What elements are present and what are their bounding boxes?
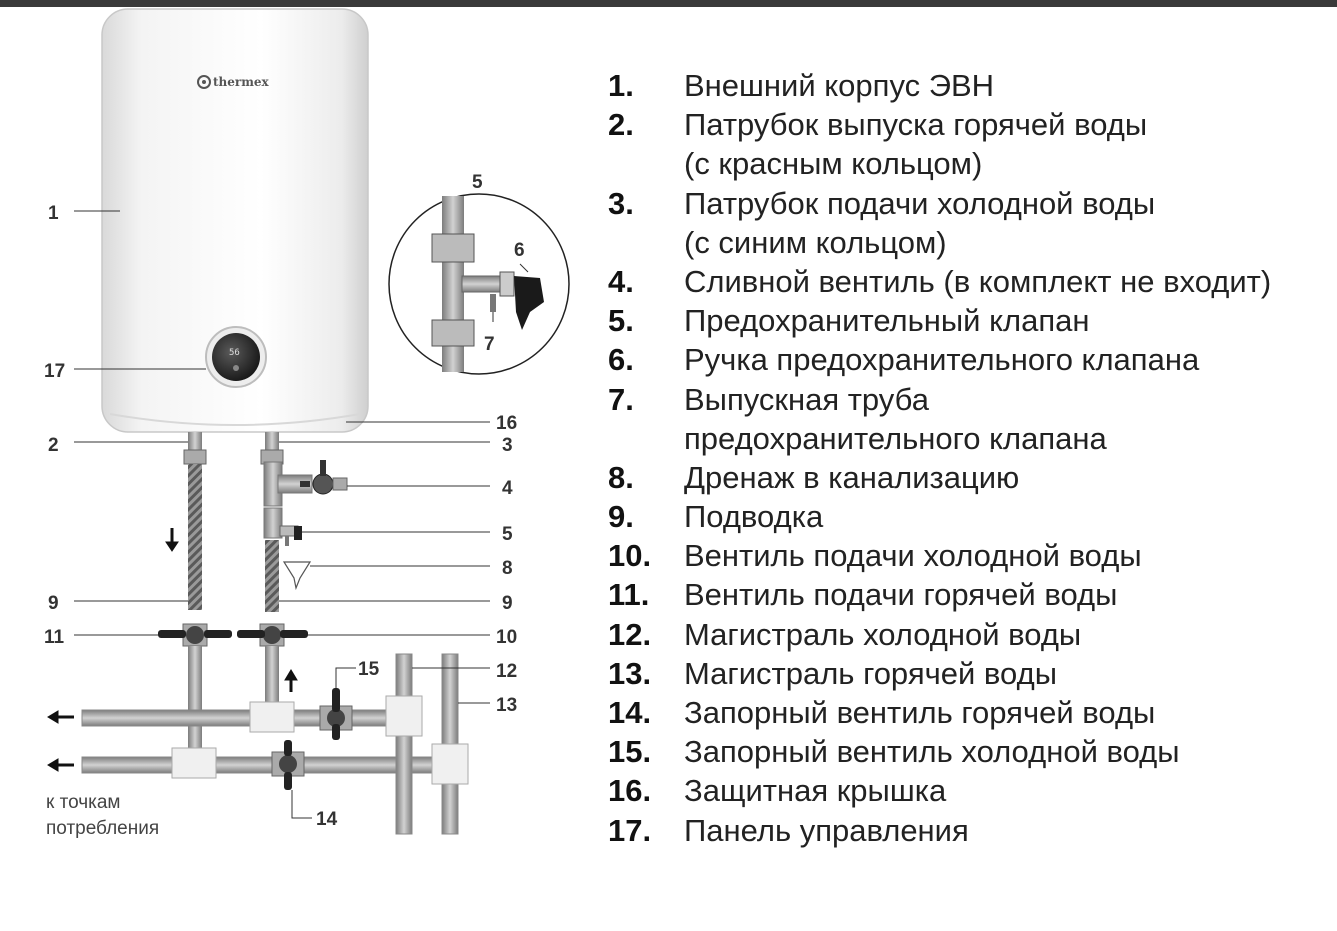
label-13: 13 bbox=[496, 695, 517, 716]
label-16: 16 bbox=[496, 413, 517, 434]
label-3: 3 bbox=[502, 435, 513, 456]
legend-item: 16. Защитная крышка bbox=[608, 771, 1337, 810]
legend-item: 10. Вентиль подачи холодной воды bbox=[608, 536, 1337, 575]
legend-item: 13. Магистраль горячей воды bbox=[608, 654, 1337, 693]
label-15: 15 bbox=[358, 659, 380, 680]
legend-number: 6. bbox=[608, 342, 634, 378]
label-9-left: 9 bbox=[48, 593, 59, 614]
tank-body bbox=[101, 8, 369, 433]
legend-item: 4. Сливной вентиль (в комплект не входит) bbox=[608, 262, 1337, 301]
legend-number: 14. bbox=[608, 695, 652, 730]
legend-text: Магистраль горячей воды bbox=[684, 655, 1057, 691]
legend-number: 9. bbox=[608, 499, 634, 535]
flow-arrows bbox=[47, 528, 298, 772]
legend-item: 8. Дренаж в канализацию bbox=[608, 458, 1337, 497]
legend-item: 3. Патрубок подачи холодной воды bbox=[608, 184, 1337, 223]
legend-number: 15. bbox=[608, 734, 652, 770]
legend-number: 7. bbox=[608, 381, 634, 417]
label-8: 8 bbox=[502, 558, 513, 579]
label-4: 4 bbox=[502, 478, 513, 499]
legend-number: 2. bbox=[608, 107, 634, 143]
legend-continuation: (с красным кольцом) bbox=[684, 146, 983, 182]
label-7: 7 bbox=[484, 334, 495, 355]
legend-text: Предохранительный клапан bbox=[684, 303, 1090, 339]
drain-funnel bbox=[282, 561, 312, 591]
legend-text: Защитная крышка bbox=[684, 773, 947, 809]
consumption-caption-line2: потребления bbox=[46, 818, 159, 839]
legend-text: Вентиль подачи холодной воды bbox=[684, 538, 1142, 574]
legend-text: Ручка предохранительного клапана bbox=[684, 342, 1200, 378]
legend-text: Сливной вентиль (в комплект не входит) bbox=[684, 263, 1272, 299]
panel-display: 56 bbox=[229, 348, 240, 358]
consumption-caption-line1: к точкам bbox=[46, 792, 121, 813]
label-9-right: 9 bbox=[502, 593, 513, 614]
hot-supply-valve bbox=[158, 623, 232, 647]
legend-item: 17. Панель управления bbox=[608, 811, 1337, 850]
brand-name: thermex bbox=[213, 75, 270, 89]
cold-supply-valve bbox=[237, 623, 308, 647]
control-panel: 56 bbox=[205, 326, 267, 388]
legend-text: Внешний корпус ЭВН bbox=[684, 68, 995, 103]
legend-number: 5. bbox=[608, 303, 634, 339]
legend-number: 17. bbox=[608, 812, 652, 848]
label-1: 1 bbox=[48, 203, 59, 224]
leader-lines bbox=[74, 210, 490, 819]
legend-item: 7. Выпускная труба bbox=[608, 380, 1337, 419]
hot-shutoff-valve bbox=[271, 740, 305, 790]
label-11: 11 bbox=[44, 627, 65, 648]
legend-number: 3. bbox=[608, 185, 634, 221]
legend-item: 6. Ручка предохранительного клапана bbox=[608, 340, 1337, 379]
legend-text: Запорный вентиль горячей воды bbox=[684, 695, 1156, 730]
cold-shutoff-valve bbox=[319, 688, 353, 740]
label-12: 12 bbox=[496, 661, 517, 682]
legend-number: 11. bbox=[608, 577, 650, 613]
legend-text: Вентиль подачи горячей воды bbox=[684, 577, 1118, 613]
legend-text: Выпускная труба bbox=[684, 381, 929, 417]
safety-valve-detail bbox=[388, 193, 570, 375]
legend-number: 12. bbox=[608, 616, 652, 652]
label-5-detail: 5 bbox=[472, 172, 483, 193]
label-14: 14 bbox=[316, 809, 338, 830]
legend-item: 11. Вентиль подачи горячей воды bbox=[608, 575, 1337, 614]
legend-continuation: предохранительного клапана bbox=[684, 420, 1107, 456]
legend-item: 2. Патрубок выпуска горячей воды bbox=[608, 105, 1337, 144]
legend-list: 1. Внешний корпус ЭВН 2. Патрубок выпуска … bbox=[608, 66, 1337, 850]
safety-valve bbox=[263, 507, 302, 546]
legend-number: 16. bbox=[608, 773, 652, 809]
legend-text: Магистраль холодной воды bbox=[684, 616, 1082, 652]
legend-number: 8. bbox=[608, 459, 634, 495]
label-2: 2 bbox=[48, 435, 59, 456]
label-17: 17 bbox=[44, 361, 65, 382]
legend-text: Патрубок подачи холодной воды bbox=[684, 185, 1156, 221]
label-5: 5 bbox=[502, 524, 513, 545]
legend-number: 10. bbox=[608, 538, 652, 574]
legend-continuation: (с синим кольцом) bbox=[684, 224, 947, 260]
legend-text: Дренаж в канализацию bbox=[684, 459, 1020, 495]
legend-item: 15. Запорный вентиль холодной воды bbox=[608, 732, 1337, 771]
legend-item: 9. Подводка bbox=[608, 497, 1337, 536]
legend-text: Подводка bbox=[684, 499, 824, 535]
thermex-logo: thermex bbox=[197, 75, 270, 89]
legend-item: 5. Предохранительный клапан bbox=[608, 301, 1337, 340]
water-heater-diagram: thermex 56 bbox=[44, 8, 570, 839]
legend-number: 1. bbox=[608, 68, 634, 103]
top-bar bbox=[0, 0, 1337, 7]
drain-valve bbox=[300, 460, 348, 495]
legend-number: 4. bbox=[608, 263, 634, 299]
legend-text: Патрубок выпуска горячей воды bbox=[684, 107, 1148, 143]
legend-text: Панель управления bbox=[684, 812, 969, 848]
label-10: 10 bbox=[496, 627, 517, 648]
label-6: 6 bbox=[514, 240, 525, 261]
legend-text: Запорный вентиль холодной воды bbox=[684, 734, 1180, 770]
legend-item: 12. Магистраль холодной воды bbox=[608, 615, 1337, 654]
legend-item: 1. Внешний корпус ЭВН bbox=[608, 66, 1337, 105]
legend-number: 13. bbox=[608, 655, 652, 691]
legend-item: 14. Запорный вентиль горячей воды bbox=[608, 693, 1337, 732]
